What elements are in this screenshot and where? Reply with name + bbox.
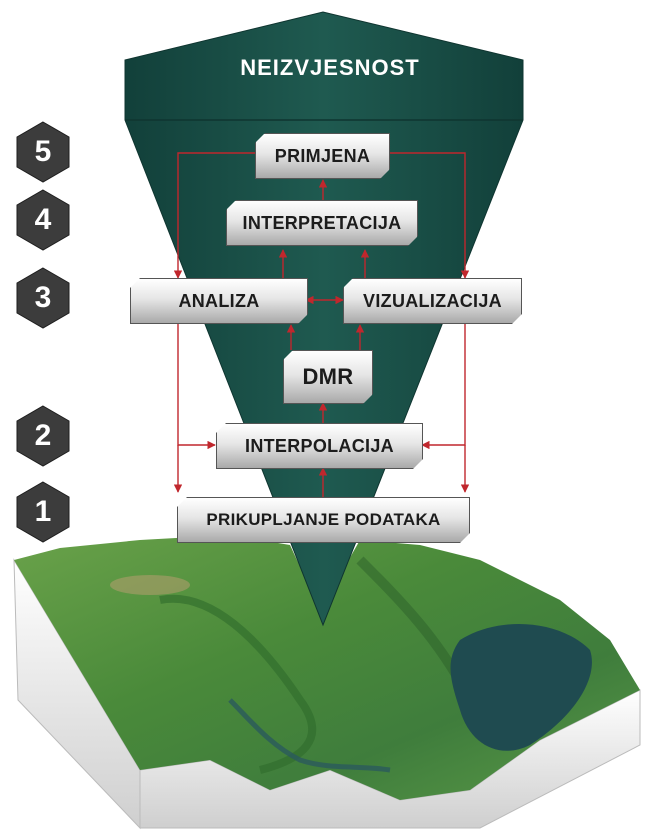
box-vizualizacija: VIZUALIZACIJA — [343, 278, 522, 324]
level-badge-4: 4 — [15, 188, 71, 252]
box-interpolacija: INTERPOLACIJA — [216, 423, 423, 469]
box-dmr: DMR — [283, 350, 373, 404]
level-number: 1 — [34, 495, 52, 528]
connector-arrows — [173, 152, 470, 497]
hexagon-icon — [16, 189, 70, 251]
terrain-settlement — [110, 575, 190, 595]
arrow-analiza-to-interpolacija — [177, 322, 216, 450]
arrow-primjena-to-vizualizacija — [388, 152, 470, 279]
terrain-model — [13, 535, 641, 830]
arrow-primjena-to-analiza — [173, 152, 255, 279]
box-prikupljanje-podataka: PRIKUPLJANJE PODATAKA — [177, 497, 470, 543]
terrain-lake — [450, 623, 592, 751]
terrain-river — [228, 698, 391, 773]
level-badge-1: 1 — [15, 480, 71, 544]
level-number: 4 — [34, 203, 52, 236]
level-badge-2: 2 — [15, 404, 71, 468]
level-badge-3: 3 — [15, 266, 71, 330]
hexagon-icon — [16, 121, 70, 183]
level-number: 5 — [34, 135, 52, 168]
box-interpretacija: INTERPRETACIJA — [226, 200, 418, 246]
hexagon-icon — [16, 405, 70, 467]
box-primjena: PRIMJENA — [255, 133, 390, 179]
funnel-title: NEIZVJESNOST — [240, 55, 420, 80]
level-number: 3 — [34, 281, 52, 314]
hexagon-icon — [16, 267, 70, 329]
box-analiza: ANALIZA — [130, 278, 308, 324]
level-number: 2 — [34, 419, 52, 452]
hexagon-icon — [16, 481, 70, 543]
level-badge-5: 5 — [15, 120, 71, 184]
